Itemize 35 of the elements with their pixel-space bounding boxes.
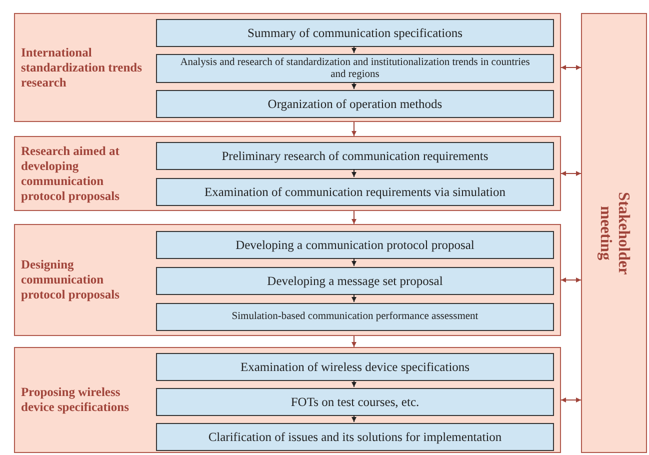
phase-heading: International standardization trends research [21,45,143,90]
arrow [560,278,582,282]
stakeholder-panel [581,13,647,453]
arrow [560,398,582,402]
arrow [352,210,356,224]
step-box: Examination of wireless device specifications [156,353,554,381]
arrow [560,65,582,70]
step-box: Examination of communication requirements via simulation [156,178,554,206]
arrow [352,122,356,136]
arrow [560,171,582,176]
arrow [352,380,356,388]
step-box: FOTs on test courses, etc. [156,388,554,416]
phase-panel [14,347,561,453]
phase-heading: Designing communication protocol proposals [21,258,121,302]
arrow [352,258,356,266]
phase-heading: Proposing wireless device specifications [21,385,130,415]
phase-panel [14,224,561,336]
step-box: Clarification of issues and its solutions for implementation [156,423,554,451]
step-box: Organization of operation methods [156,90,554,118]
arrow [352,336,356,348]
step-box: Developing a communication protocol proposal [156,231,554,259]
step-box: Preliminary research of communication requirements [156,142,554,170]
arrow [352,168,356,178]
panel-title: Stakeholder meeting [596,190,632,276]
phase-panel [14,13,561,122]
arrow [352,294,356,302]
arrow [352,46,356,54]
arrow [352,414,356,422]
step-box: Simulation-based communication performance assessment [156,303,554,331]
step-box: Analysis and research of standardization and institutionalization trends in countries and regions [156,54,554,83]
arrow [352,82,356,90]
step-box: Summary of communication specifications [156,19,554,47]
phase-panel [14,136,561,211]
step-box: Developing a message set proposal [156,267,554,295]
phase-heading: Research aimed at developing communication protocol proposals [21,144,121,204]
